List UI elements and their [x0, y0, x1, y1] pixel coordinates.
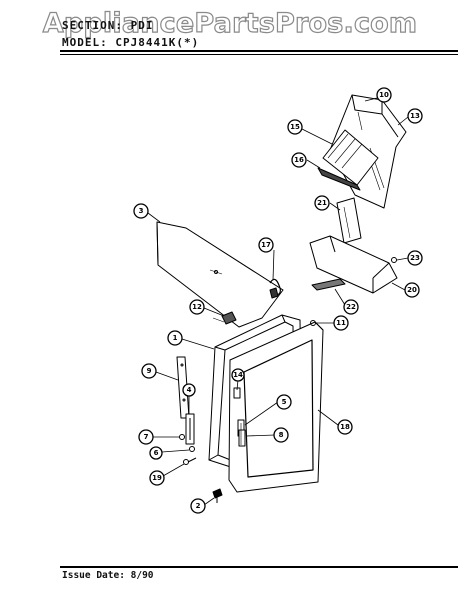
part-bottom-screw [212, 488, 223, 503]
part-filter-assembly [317, 129, 379, 191]
callout-4: 4 [182, 383, 196, 397]
part-screw-23 [391, 257, 397, 263]
header-rule-thin [60, 54, 458, 55]
watermark: AppliancePartsPros.com [42, 7, 418, 39]
callout-label: 8 [279, 431, 284, 439]
callout-20: 20 [404, 282, 420, 298]
callout-label: 13 [410, 112, 420, 120]
header-rule [60, 50, 458, 52]
callout-22: 22 [343, 299, 359, 315]
issue-date: Issue Date: 8/90 [62, 570, 154, 581]
callout-9: 9 [141, 363, 157, 379]
callout-15: 15 [287, 119, 303, 135]
part-panel [156, 221, 284, 328]
callout-label: 5 [282, 398, 287, 406]
part-duct [336, 197, 362, 244]
model-label: MODEL: CPJ8441K(*) [62, 36, 200, 49]
callout-1: 1 [167, 330, 183, 346]
callout-label: 15 [290, 123, 300, 131]
callout-label: 2 [196, 502, 201, 510]
callout-label: 16 [294, 156, 304, 164]
callout-label: 3 [139, 207, 144, 215]
part-screw-11 [310, 320, 316, 326]
part-bracket [311, 278, 346, 291]
callout-label: 23 [410, 254, 420, 262]
part-screws [179, 434, 197, 465]
section-label: SECTION: PDI [62, 19, 154, 32]
callout-16: 16 [291, 152, 307, 168]
callout-17: 17 [258, 237, 274, 253]
callout-label: 9 [147, 367, 152, 375]
callout-12: 12 [189, 299, 205, 315]
footer-rule [60, 566, 458, 568]
callout-label: 21 [317, 199, 327, 207]
callout-5: 5 [276, 394, 292, 410]
callout-label: 7 [144, 433, 149, 441]
part-door [228, 321, 324, 493]
callout-label: 6 [154, 449, 159, 457]
callout-6: 6 [149, 446, 163, 460]
callout-label: 11 [336, 319, 346, 327]
part-latch [237, 419, 246, 447]
part-wire-harness [269, 278, 281, 299]
callout-label: 19 [152, 474, 162, 482]
callout-label: 18 [340, 423, 350, 431]
callout-10: 10 [376, 87, 392, 103]
callout-14: 14 [231, 368, 245, 382]
callout-13: 13 [407, 108, 423, 124]
part-hinge [185, 413, 195, 445]
callout-2: 2 [190, 498, 206, 514]
callout-label: 14 [233, 371, 243, 379]
callout-label: 10 [379, 91, 389, 99]
callout-label: 12 [192, 303, 202, 311]
part-switch [221, 311, 237, 325]
callout-21: 21 [314, 195, 330, 211]
callout-8: 8 [273, 427, 289, 443]
callout-11: 11 [333, 315, 349, 331]
callout-label: 20 [407, 286, 417, 294]
callout-3: 3 [133, 203, 149, 219]
callout-label: 1 [173, 334, 178, 342]
callout-23: 23 [407, 250, 423, 266]
leader-lines [147, 97, 409, 506]
callout-label: 4 [187, 386, 192, 394]
part-tray [309, 235, 398, 294]
callout-19: 19 [149, 470, 165, 486]
callout-label: 22 [346, 303, 356, 311]
callout-18: 18 [337, 419, 353, 435]
callout-label: 17 [261, 241, 271, 249]
callout-7: 7 [138, 429, 154, 445]
